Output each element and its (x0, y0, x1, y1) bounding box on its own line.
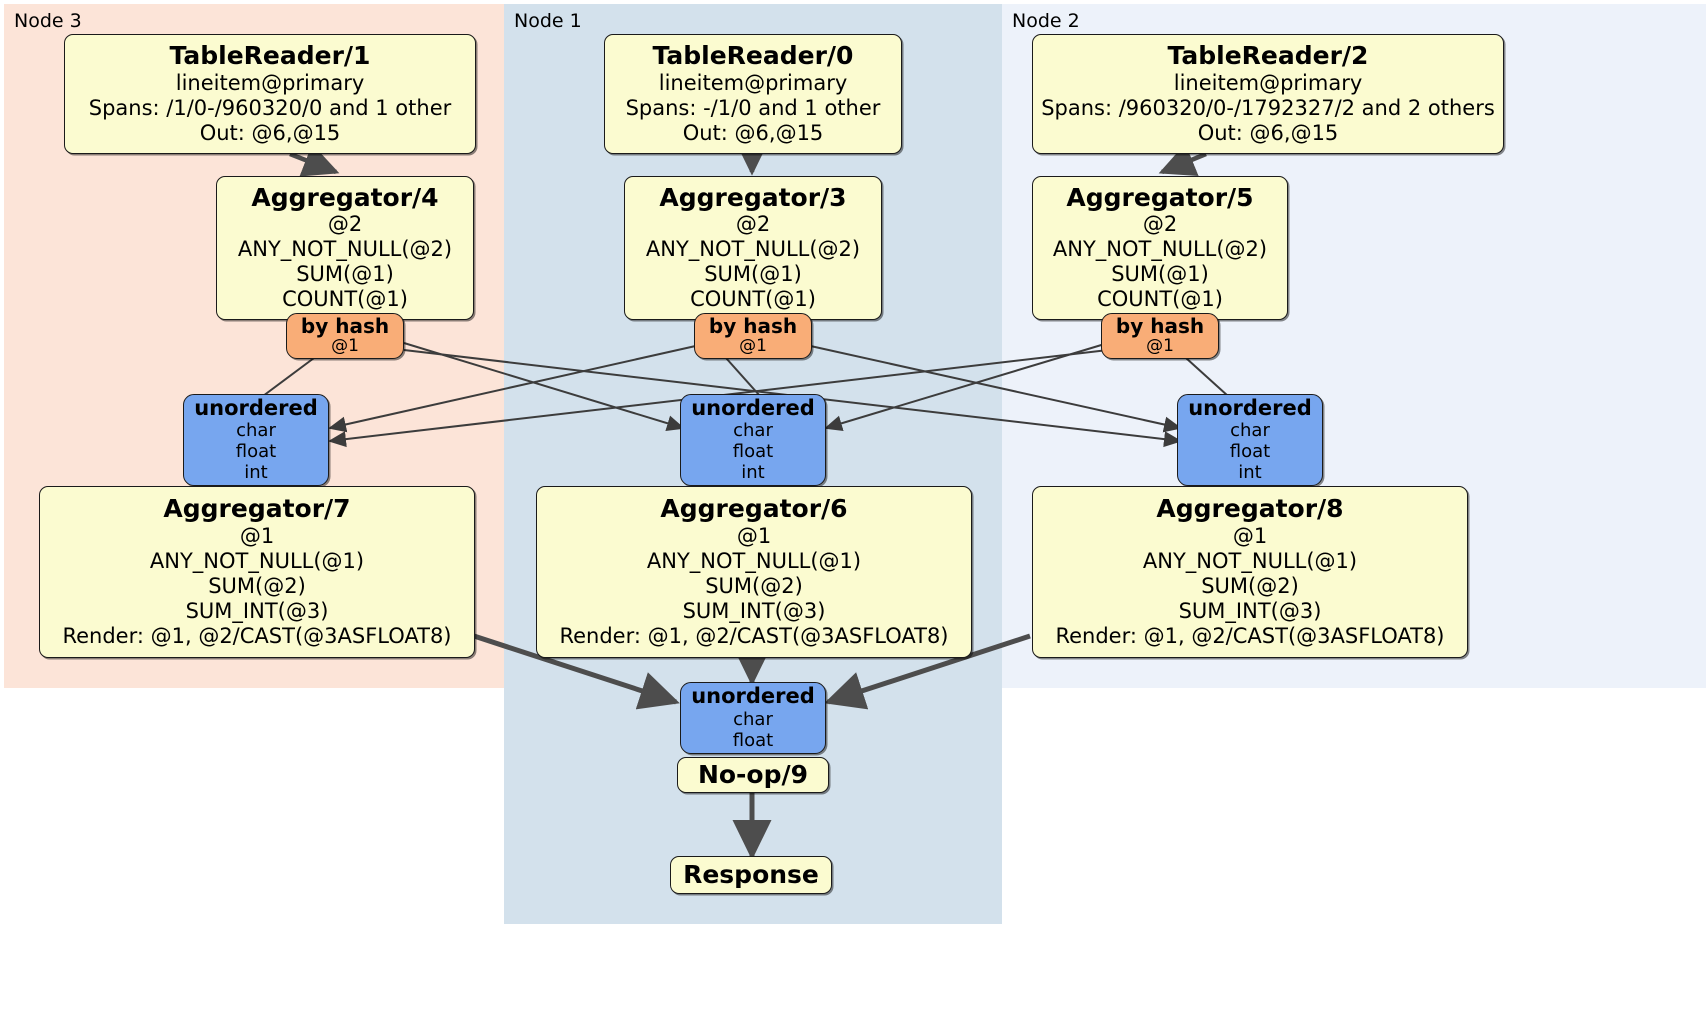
router-detail-column: @1 (1146, 336, 1174, 357)
processor-detail-spans: Spans: /960320/0-/1792327/2 and 2 others (1041, 95, 1495, 120)
processor-aggregator-5[interactable]: Aggregator/5 @2 ANY_NOT_NULL(@2) SUM(@1)… (1032, 176, 1288, 320)
processor-tablereader-0[interactable]: TableReader/0 lineitem@primary Spans: -/… (604, 34, 902, 154)
processor-detail-groupcol: @2 (735, 212, 771, 237)
processor-title: Aggregator/7 (163, 494, 351, 524)
router-detail-column: @1 (739, 336, 767, 357)
node-panel-label-node3: Node 3 (14, 10, 82, 32)
processor-aggregator-4[interactable]: Aggregator/4 @2 ANY_NOT_NULL(@2) SUM(@1)… (216, 176, 474, 320)
processor-title: Aggregator/6 (660, 494, 848, 524)
response-title: Response (683, 859, 819, 889)
processor-detail-render: Render: @1, @2/CAST(@3ASFLOAT8) (559, 623, 949, 648)
router-title: by hash (1115, 314, 1205, 339)
node-panel-label-node2: Node 2 (1012, 10, 1080, 32)
router-by-hash-left[interactable]: by hash @1 (286, 313, 404, 359)
synchronizer-unordered-final[interactable]: unordered char float (680, 682, 826, 754)
processor-detail-render: Render: @1, @2/CAST(@3ASFLOAT8) (62, 623, 452, 648)
synchronizer-type-char: char (236, 420, 276, 442)
processor-detail-table: lineitem@primary (175, 70, 365, 95)
synchronizer-type-float: float (235, 441, 277, 463)
processor-detail-agg2: SUM(@2) (705, 573, 803, 598)
processor-detail-groupcol: @1 (1232, 523, 1268, 548)
synchronizer-type-int: int (1238, 462, 1262, 484)
synchronizer-unordered-center[interactable]: unordered char float int (680, 394, 826, 486)
processor-noop-9[interactable]: No-op/9 (677, 757, 829, 793)
synchronizer-type-char: char (733, 420, 773, 442)
synchronizer-title: unordered (1188, 395, 1312, 420)
processor-title: Aggregator/5 (1066, 182, 1254, 212)
processor-aggregator-8[interactable]: Aggregator/8 @1 ANY_NOT_NULL(@1) SUM(@2)… (1032, 486, 1468, 658)
router-detail-column: @1 (331, 336, 359, 357)
processor-aggregator-3[interactable]: Aggregator/3 @2 ANY_NOT_NULL(@2) SUM(@1)… (624, 176, 882, 320)
processor-aggregator-6[interactable]: Aggregator/6 @1 ANY_NOT_NULL(@1) SUM(@2)… (536, 486, 972, 658)
processor-tablereader-1[interactable]: TableReader/1 lineitem@primary Spans: /1… (64, 34, 476, 154)
response-node[interactable]: Response (670, 856, 832, 894)
processor-detail-agg3: SUM_INT(@3) (1178, 598, 1322, 623)
synchronizer-type-int: int (741, 462, 765, 484)
synchronizer-unordered-right[interactable]: unordered char float int (1177, 394, 1323, 486)
processor-detail-agg3: COUNT(@1) (1097, 287, 1223, 312)
processor-title: TableReader/0 (652, 41, 854, 71)
processor-detail-spans: Spans: /1/0-/960320/0 and 1 other (88, 95, 452, 120)
processor-title: Aggregator/4 (251, 182, 439, 212)
processor-detail-agg3: COUNT(@1) (282, 287, 408, 312)
processor-detail-out: Out: @6,@15 (1197, 120, 1339, 145)
synchronizer-type-float: float (1229, 441, 1271, 463)
processor-aggregator-7[interactable]: Aggregator/7 @1 ANY_NOT_NULL(@1) SUM(@2)… (39, 486, 475, 658)
synchronizer-title: unordered (691, 684, 815, 709)
processor-detail-groupcol: @1 (239, 523, 275, 548)
processor-title: No-op/9 (697, 759, 809, 789)
processor-detail-agg3: SUM_INT(@3) (185, 598, 329, 623)
processor-detail-groupcol: @2 (1142, 212, 1178, 237)
processor-detail-agg1: ANY_NOT_NULL(@1) (646, 548, 862, 573)
node-panel-label-node1: Node 1 (514, 10, 582, 32)
synchronizer-title: unordered (691, 395, 815, 420)
processor-title: Aggregator/3 (659, 182, 847, 212)
synchronizer-type-float: float (732, 441, 774, 463)
processor-detail-agg3: SUM_INT(@3) (682, 598, 826, 623)
synchronizer-unordered-left[interactable]: unordered char float int (183, 394, 329, 486)
processor-title: Aggregator/8 (1156, 494, 1344, 524)
processor-detail-out: Out: @6,@15 (682, 120, 824, 145)
processor-detail-groupcol: @1 (736, 523, 772, 548)
synchronizer-title: unordered (194, 395, 318, 420)
processor-detail-agg2: SUM(@2) (1201, 573, 1299, 598)
processor-detail-agg2: SUM(@2) (208, 573, 306, 598)
processor-detail-table: lineitem@primary (1173, 70, 1363, 95)
processor-title: TableReader/1 (169, 41, 371, 71)
processor-detail-agg2: SUM(@1) (1111, 262, 1209, 287)
processor-detail-out: Out: @6,@15 (199, 120, 341, 145)
processor-detail-render: Render: @1, @2/CAST(@3ASFLOAT8) (1055, 623, 1445, 648)
synchronizer-type-int: int (244, 462, 268, 484)
processor-detail-agg3: COUNT(@1) (690, 287, 816, 312)
processor-detail-groupcol: @2 (327, 212, 363, 237)
synchronizer-type-char: char (733, 708, 773, 730)
router-by-hash-center[interactable]: by hash @1 (694, 313, 812, 359)
processor-title: TableReader/2 (1167, 41, 1369, 71)
router-title: by hash (708, 314, 798, 339)
processor-detail-agg1: ANY_NOT_NULL(@2) (645, 237, 861, 262)
processor-tablereader-2[interactable]: TableReader/2 lineitem@primary Spans: /9… (1032, 34, 1504, 154)
processor-detail-table: lineitem@primary (658, 70, 848, 95)
router-by-hash-right[interactable]: by hash @1 (1101, 313, 1219, 359)
processor-detail-agg2: SUM(@1) (704, 262, 802, 287)
processor-detail-agg1: ANY_NOT_NULL(@2) (1052, 237, 1268, 262)
processor-detail-agg1: ANY_NOT_NULL(@1) (149, 548, 365, 573)
synchronizer-type-float: float (732, 729, 774, 751)
processor-detail-agg2: SUM(@1) (296, 262, 394, 287)
processor-detail-agg1: ANY_NOT_NULL(@2) (237, 237, 453, 262)
processor-detail-spans: Spans: -/1/0 and 1 other (625, 95, 881, 120)
processor-detail-agg1: ANY_NOT_NULL(@1) (1142, 548, 1358, 573)
router-title: by hash (300, 314, 390, 339)
synchronizer-type-char: char (1230, 420, 1270, 442)
